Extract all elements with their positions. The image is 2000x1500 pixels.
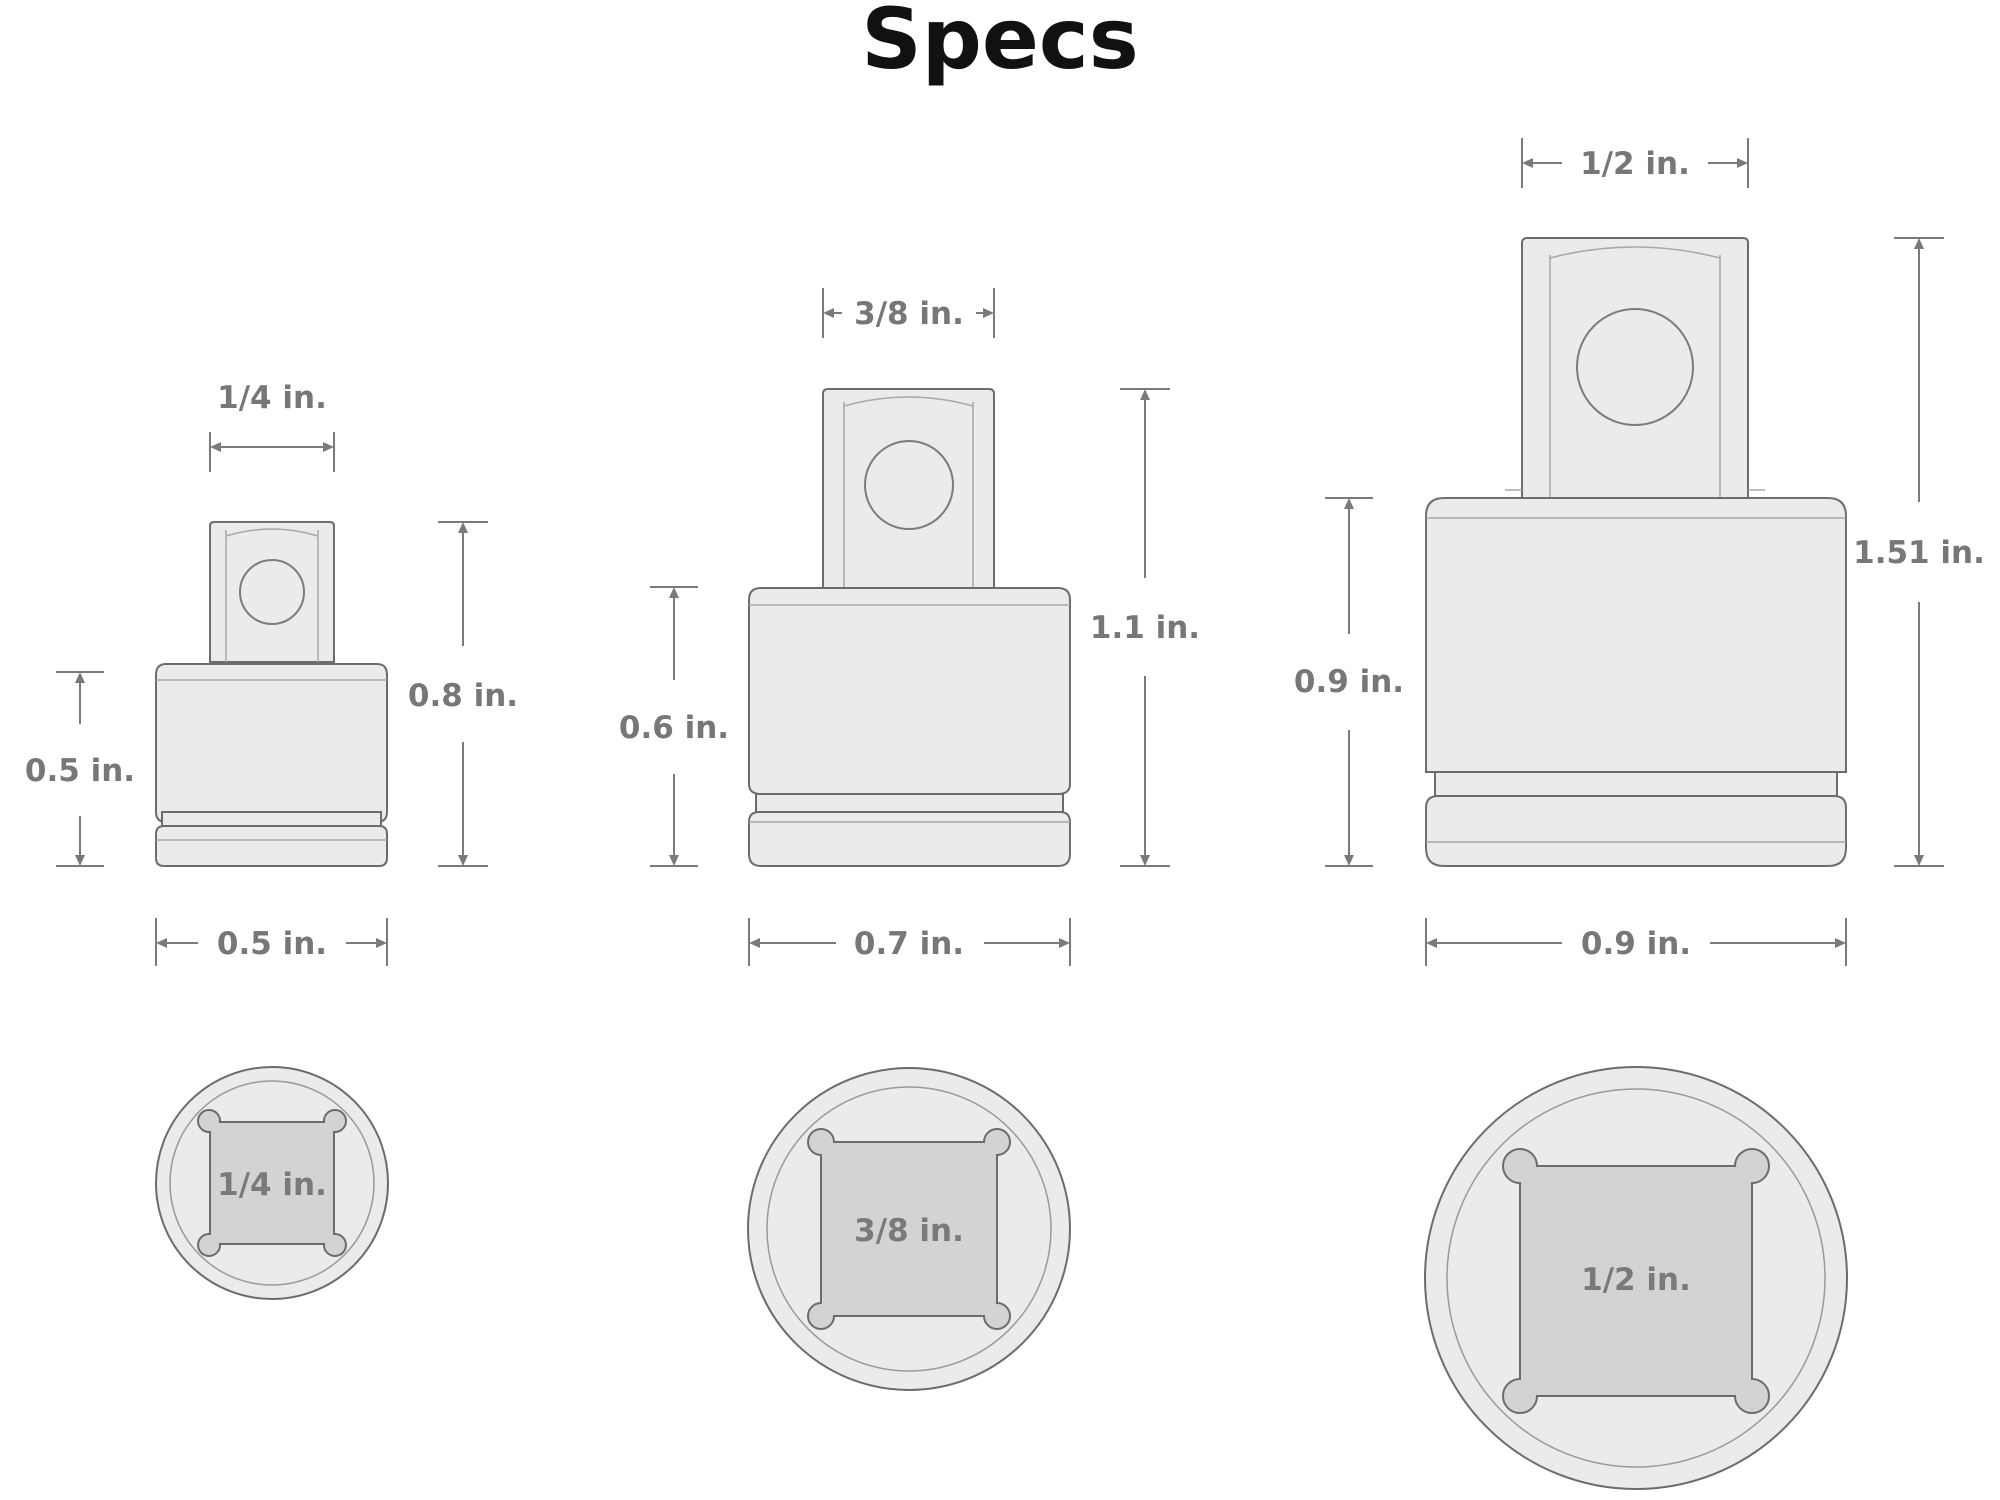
adapter-small-drive-label: 1/4 in. <box>217 380 327 416</box>
adapter-large-drive-label: 1/2 in. <box>1580 146 1690 182</box>
adapter-small-socket-label: 1/4 in. <box>217 1167 327 1203</box>
adapter-large-body-height-label: 0.9 in. <box>1294 664 1404 700</box>
adapter-large-width-dimension: 0.9 in. <box>1425 918 1847 966</box>
adapter-small-groove <box>161 811 382 827</box>
adapter-medium-base <box>748 811 1071 867</box>
adapter-medium-height-dimension: 1.1 in. <box>1090 388 1200 867</box>
adapter-small-base <box>155 825 388 867</box>
adapter-medium-detent-ball <box>864 440 954 530</box>
adapter-small-height-dimension: 0.8 in. <box>408 521 518 867</box>
adapter-large-height-label: 1.51 in. <box>1853 535 1985 571</box>
adapter-medium-width-label: 0.7 in. <box>854 926 964 962</box>
adapter-medium-drive-label: 3/8 in. <box>854 296 964 332</box>
adapter-medium-side-view <box>748 388 1071 867</box>
adapter-small-drive-dimension: 1/4 in. <box>209 380 335 472</box>
adapter-medium-end-view: 3/8 in. <box>747 1067 1071 1391</box>
adapter-medium-drive-dimension: 3/8 in. <box>822 288 995 338</box>
adapter-small-body <box>155 663 388 823</box>
adapter-large-end-view: 1/2 in. <box>1424 1066 1848 1490</box>
adapter-large-drive-dimension: 1/2 in. <box>1521 138 1749 188</box>
adapter-large-detent-ball <box>1576 308 1694 426</box>
adapter-medium-socket-label: 3/8 in. <box>854 1213 964 1249</box>
adapter-large-base <box>1425 795 1847 867</box>
adapter-large-side-view <box>1425 237 1847 867</box>
adapter-large-width-label: 0.9 in. <box>1581 926 1691 962</box>
adapter-large-square-socket <box>1502 1148 1770 1414</box>
adapter-small-detent-ball <box>239 559 305 625</box>
adapter-medium-body-height-dimension: 0.6 in. <box>619 586 729 867</box>
adapter-medium-groove <box>755 793 1064 813</box>
adapter-large-socket-label: 1/2 in. <box>1581 1262 1691 1298</box>
adapter-large-body <box>1425 497 1847 773</box>
adapter-small-height-label: 0.8 in. <box>408 678 518 714</box>
adapter-medium-body <box>748 587 1071 795</box>
adapter-medium-body-height-label: 0.6 in. <box>619 710 729 746</box>
adapter-small-square-socket <box>197 1109 347 1257</box>
adapter-large-body-height-dimension: 0.9 in. <box>1294 497 1404 867</box>
adapter-large-groove <box>1434 771 1838 797</box>
adapter-small-width-label: 0.5 in. <box>217 926 327 962</box>
adapter-small-body-height-label: 0.5 in. <box>25 753 135 789</box>
adapter-small-width-dimension: 0.5 in. <box>155 918 388 966</box>
adapter-small-end-view: 1/4 in. <box>155 1066 389 1300</box>
adapter-medium-width-dimension: 0.7 in. <box>748 918 1071 966</box>
adapter-small-body-height-dimension: 0.5 in. <box>25 671 135 867</box>
adapter-large-height-dimension: 1.51 in. <box>1853 237 1985 867</box>
adapter-medium-height-label: 1.1 in. <box>1090 610 1200 646</box>
adapter-medium-square-socket <box>807 1128 1011 1330</box>
page-title: Specs <box>861 0 1138 88</box>
adapter-small-side-view <box>155 521 388 867</box>
